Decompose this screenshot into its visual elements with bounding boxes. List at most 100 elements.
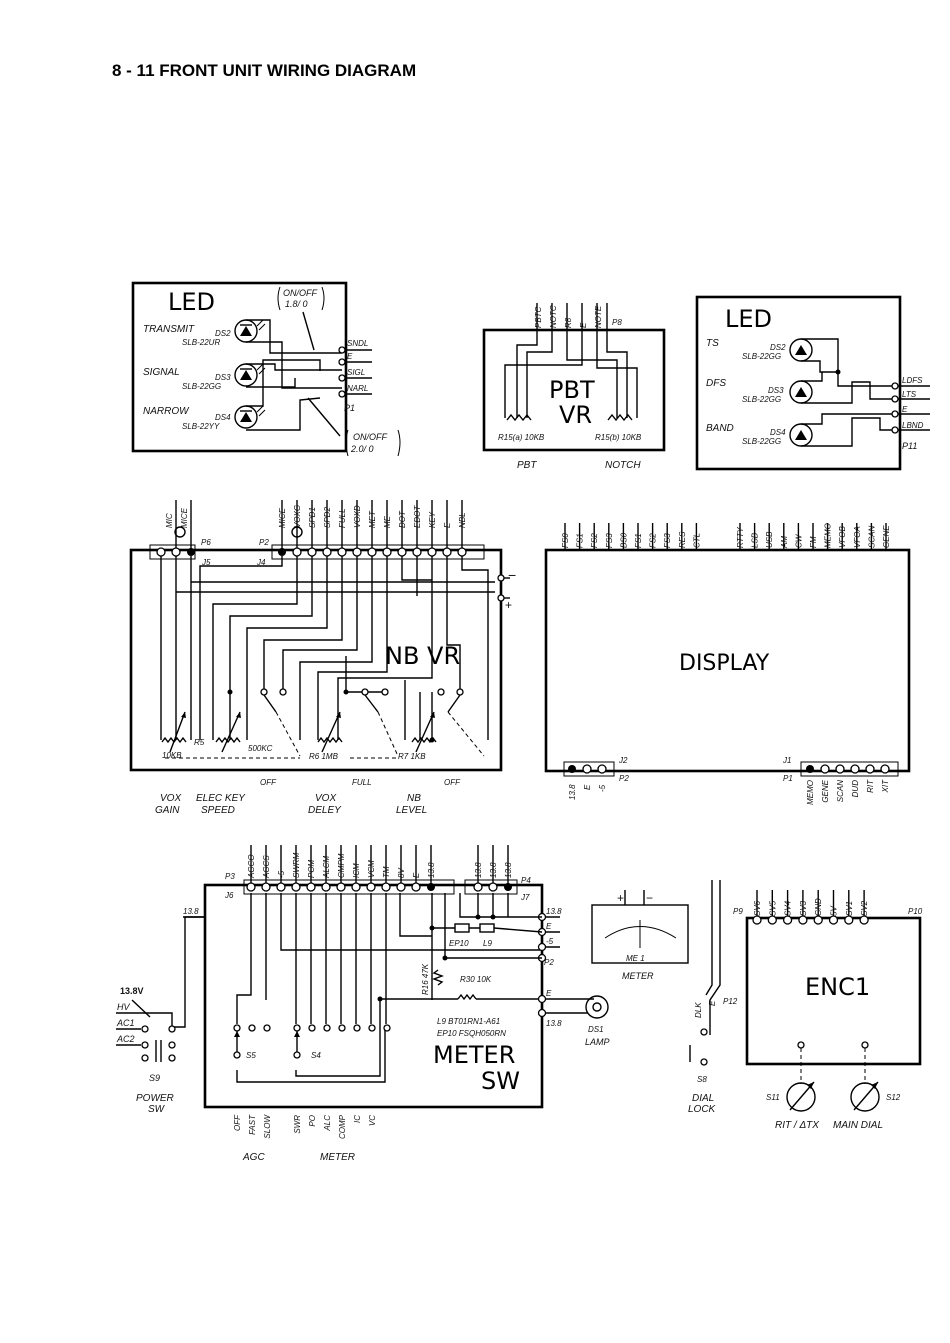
p2-label-3: SPD2 <box>323 507 332 528</box>
disp-a-label-8: RES <box>678 531 687 548</box>
parts-note-ep10: EP10 FSQH050RN <box>437 1029 506 1038</box>
pin-lbnd: LBND <box>902 421 924 430</box>
p3-pin-11 <box>411 882 421 892</box>
p2-label-2: SPD1 <box>308 507 317 528</box>
terminal-plus: + <box>505 598 512 612</box>
enc-label-5: 5V <box>830 906 839 916</box>
vox-deley-label-1: VOX <box>315 793 336 804</box>
led-left-connector-p1: SNDL E SIGL NARL P1 <box>338 339 372 413</box>
enc-pin-1 <box>767 915 777 925</box>
p3-label-1: AGCS <box>262 855 271 879</box>
meter-plus: + <box>617 891 624 905</box>
power-sw-label-1: POWER <box>136 1093 174 1104</box>
led-row-band: BAND <box>706 423 734 434</box>
led-row-dfs: DFS <box>706 378 726 389</box>
meter-pos-label-0: SWR <box>293 1115 302 1134</box>
disp-b-label-8: VFOA <box>853 526 862 548</box>
display-board <box>544 548 911 773</box>
enc-label-3: SV3 <box>799 900 808 916</box>
pbt-r15b: R15(b) 10KB <box>595 433 642 442</box>
meter-title-1: METER <box>433 1041 515 1069</box>
enc-pin-0 <box>752 915 762 925</box>
pin-note: NOTE <box>594 305 603 328</box>
notch-label: NOTCH <box>605 460 641 471</box>
p2-pin-10 <box>427 547 437 557</box>
p2-pin-9 <box>412 547 422 557</box>
led-row-band-ds: DS4 <box>770 428 786 437</box>
pin-lts: LTS <box>902 390 917 399</box>
p2-pin-8 <box>397 547 407 557</box>
disp-b-label-1: LSB <box>751 532 760 548</box>
rit-label: RIT / ΔTX <box>775 1120 819 1131</box>
led-diode-icon-band <box>789 423 813 447</box>
p3-pin-4 <box>306 882 316 892</box>
p4-pin-1 <box>488 882 498 892</box>
p2-pin-3 <box>322 547 332 557</box>
led-row-dfs-ds: DS3 <box>768 386 784 395</box>
disp-b-label-4: CW <box>794 533 803 548</box>
p2-pin-2 <box>307 547 317 557</box>
elec-key-label-1: ELEC KEY <box>196 793 246 804</box>
r7-resistor: R7 1KB <box>398 711 437 761</box>
dial-lock-label-2: LOCK <box>688 1104 717 1115</box>
s4-label: S4 <box>311 1051 321 1060</box>
connector-j5-label: J5 <box>201 558 211 567</box>
pin-e: E <box>347 352 353 361</box>
s8-label: S8 <box>697 1075 707 1084</box>
s11-label: S11 <box>766 1093 780 1102</box>
led-row-transmit-ds: DS2 <box>215 329 231 338</box>
s11-encoder <box>786 1081 816 1112</box>
ds1-label: DS1 <box>588 1025 604 1034</box>
connector-p4-label: P4 <box>521 876 531 885</box>
p3-pin-5 <box>321 882 331 892</box>
p2-pin-0 <box>278 548 286 556</box>
enc-pin-7 <box>859 915 869 925</box>
connector-p3-label: P3 <box>225 872 235 881</box>
vox-gain-label-1: VOX <box>160 793 181 804</box>
p2-label-8: DOT <box>398 510 407 528</box>
r5b-value: 500KC <box>248 744 273 753</box>
pin-sndl: SNDL <box>347 339 368 348</box>
enc-label-2: SV4 <box>784 900 793 916</box>
disp-b-label-2: USB <box>765 531 774 548</box>
pin-e-pbt: E <box>579 322 588 328</box>
nb-vr-title: NB VR <box>385 642 460 670</box>
enc-pin-2 <box>782 915 793 925</box>
r5-value: 10KB <box>162 751 182 760</box>
disp-a-label-0: FS0 <box>561 533 570 548</box>
led-left-onoff-4: 2.0/ 0 <box>350 444 374 454</box>
main-dial-label: MAIN DIAL <box>833 1120 883 1131</box>
led-row-ts: TS <box>706 338 719 349</box>
meter-pos-label-4: IC <box>353 1115 362 1123</box>
p3-pin-8 <box>366 882 376 892</box>
led-diode-icon-ds3 <box>234 363 258 387</box>
p2-label-0: MICE <box>278 507 287 528</box>
pin-notc: NOTC <box>549 305 558 328</box>
led-row-transmit-part: SLB-22UR <box>182 338 220 347</box>
enc-pin-5 <box>828 915 839 925</box>
r5b-resistor: 500KC <box>215 711 273 753</box>
led-left-onoff-2: 1.8/ 0 <box>285 299 308 309</box>
p3-label-8: VCM <box>367 860 376 878</box>
me1-caption: METER <box>622 971 654 981</box>
p2-label-6: MET <box>368 510 377 528</box>
p3-pin-3 <box>291 882 301 892</box>
led-row-band-part: SLB-22GG <box>742 437 781 446</box>
nb-off-label: OFF <box>444 778 461 787</box>
p2-pin-5 <box>352 547 362 557</box>
p3-pin-7 <box>351 882 361 892</box>
pbt-board <box>482 328 666 452</box>
disp-a-label-2: FS2 <box>590 533 599 548</box>
disp-a-label-4: BS0 <box>619 532 628 548</box>
p4-label-0: 13.8 <box>474 862 483 878</box>
led-left-board <box>131 281 348 453</box>
pin-m5-disp: -5 <box>598 784 607 792</box>
power-ac2-label: AC2 <box>116 1034 135 1044</box>
disp-a-label-1: FS1 <box>576 533 585 548</box>
power-hv-label: HV <box>117 1002 130 1012</box>
disp-j1-label-5: XIT <box>881 779 890 794</box>
